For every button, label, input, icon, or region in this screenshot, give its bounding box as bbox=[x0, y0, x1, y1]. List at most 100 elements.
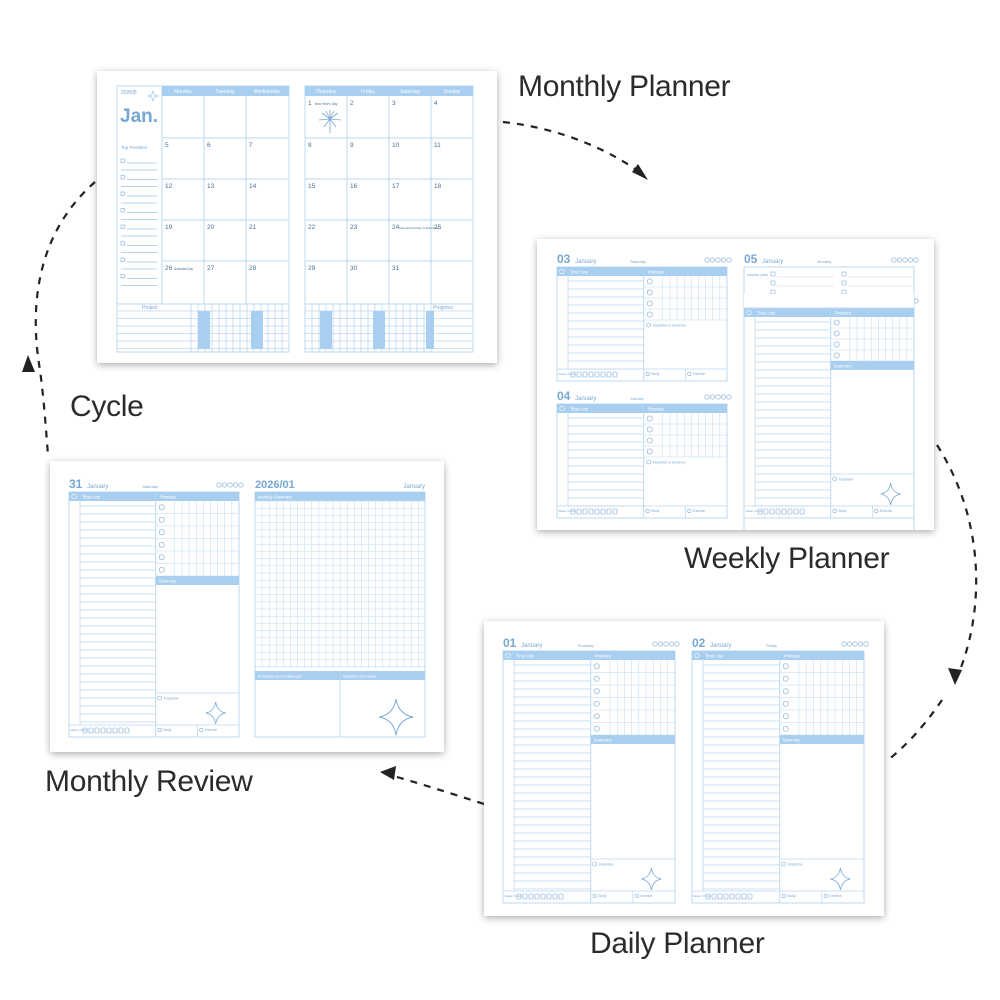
date-number: 02 bbox=[692, 636, 706, 650]
day-number: 25 bbox=[434, 224, 442, 231]
day-number: 5 bbox=[165, 142, 169, 149]
date-number: 04 bbox=[557, 389, 571, 403]
arrow-daily-to-review-2 bbox=[389, 773, 485, 806]
study-label: Study bbox=[651, 372, 660, 376]
priority-circle bbox=[646, 415, 653, 422]
sparkle-icon bbox=[641, 867, 662, 891]
mood-icon bbox=[896, 257, 902, 263]
water-cup-icon bbox=[723, 893, 729, 900]
mood-icon bbox=[238, 482, 244, 488]
study-label: Study bbox=[838, 509, 847, 513]
priority-circle bbox=[646, 311, 653, 318]
summary-bar bbox=[590, 735, 675, 744]
day-number: 27 bbox=[207, 265, 215, 272]
priority-circle bbox=[782, 700, 789, 707]
day-number: 7 bbox=[249, 142, 253, 149]
inspiration-summary-label: Inspiration or Summary bbox=[653, 461, 686, 465]
water-cup-icon bbox=[747, 893, 753, 900]
priority-circle bbox=[646, 426, 653, 433]
sparkle-icon bbox=[880, 482, 901, 506]
day-header-5: Saturday bbox=[400, 89, 421, 95]
panel-frame bbox=[556, 266, 728, 382]
checkbox-icon bbox=[770, 280, 776, 286]
bulb-icon bbox=[157, 695, 162, 701]
mood-icon bbox=[216, 482, 222, 488]
water-cup-icon bbox=[600, 371, 606, 378]
study-label: Study bbox=[651, 509, 660, 513]
day-header-4: Friday bbox=[361, 89, 375, 95]
priority-circle bbox=[593, 700, 600, 707]
timeline-label: Time Line bbox=[516, 654, 535, 659]
priority-circle bbox=[158, 541, 165, 548]
mood-icon bbox=[715, 257, 721, 263]
checkbox-icon bbox=[841, 271, 847, 277]
water-cup-icon bbox=[588, 371, 594, 378]
checkbox-icon bbox=[120, 224, 125, 229]
note-australia: Australia Day bbox=[174, 267, 193, 271]
priority-circle bbox=[833, 352, 840, 359]
water-cup-icon bbox=[582, 508, 588, 515]
priority-circle bbox=[833, 341, 840, 348]
bulb-icon bbox=[781, 861, 787, 867]
inspiration-summary-label: Inspiration or Summary bbox=[653, 324, 686, 328]
day-number: 15 bbox=[308, 183, 316, 190]
water-cup-icon bbox=[793, 508, 799, 515]
checkbox-icon bbox=[120, 274, 125, 279]
arrow-head-3 bbox=[380, 766, 396, 780]
day-number: 12 bbox=[165, 183, 173, 190]
day-number: 10 bbox=[392, 142, 400, 149]
day-number: 22 bbox=[308, 224, 316, 231]
day-number: 13 bbox=[207, 183, 215, 190]
project-label: Project bbox=[142, 305, 158, 311]
timeline-bar bbox=[503, 651, 591, 660]
water-cup-icon bbox=[100, 727, 106, 734]
day-number: 18 bbox=[434, 183, 442, 190]
priorities-label: Priorities bbox=[595, 654, 611, 659]
day-number: 9 bbox=[350, 142, 354, 149]
day-number: 11 bbox=[434, 142, 441, 149]
water-cup-icon bbox=[82, 727, 88, 734]
priorities-label: Priorities bbox=[784, 654, 800, 659]
priority-circle bbox=[158, 516, 165, 523]
water-cup-icon bbox=[570, 508, 576, 515]
clock-icon bbox=[71, 493, 77, 500]
water-cup-icon bbox=[705, 893, 711, 900]
water-cup-icon bbox=[612, 508, 618, 515]
priority-circle bbox=[158, 504, 165, 511]
day-number: 2 bbox=[350, 100, 354, 107]
mood-icon bbox=[721, 257, 727, 263]
mood-icon bbox=[726, 257, 732, 263]
water-cup-icon bbox=[88, 727, 94, 734]
water-cup-icon bbox=[717, 893, 723, 900]
day-number: 21 bbox=[249, 224, 257, 231]
priorities-bar bbox=[830, 308, 914, 317]
date-weekday: Monday bbox=[817, 259, 831, 264]
priorities-bar bbox=[643, 404, 727, 413]
checkbox-icon bbox=[120, 241, 125, 246]
month-name: January bbox=[404, 484, 425, 490]
timeline-bar bbox=[557, 404, 644, 413]
note-new-years: New Year's Day bbox=[315, 102, 338, 106]
bulb-icon bbox=[646, 459, 651, 465]
water-cup-icon bbox=[588, 508, 594, 515]
priorities-bar bbox=[779, 651, 864, 660]
timeline-label: Time Line bbox=[82, 495, 101, 500]
date-month: January bbox=[575, 259, 596, 265]
day-number: 26 bbox=[165, 265, 173, 272]
mood-icon bbox=[841, 641, 847, 647]
caption-daily-planner: Daily Planner bbox=[590, 927, 765, 960]
water-cup-icon bbox=[711, 893, 717, 900]
mood-icon bbox=[227, 482, 233, 488]
priority-circle bbox=[593, 713, 600, 720]
study-icon bbox=[157, 727, 162, 733]
priorities-bar bbox=[590, 651, 675, 660]
inspiration-label: Inspiration bbox=[839, 477, 854, 481]
priority-circle bbox=[646, 289, 653, 296]
day-number: 1 bbox=[308, 100, 312, 107]
mood-icon bbox=[721, 394, 727, 400]
study-icon bbox=[645, 371, 650, 377]
